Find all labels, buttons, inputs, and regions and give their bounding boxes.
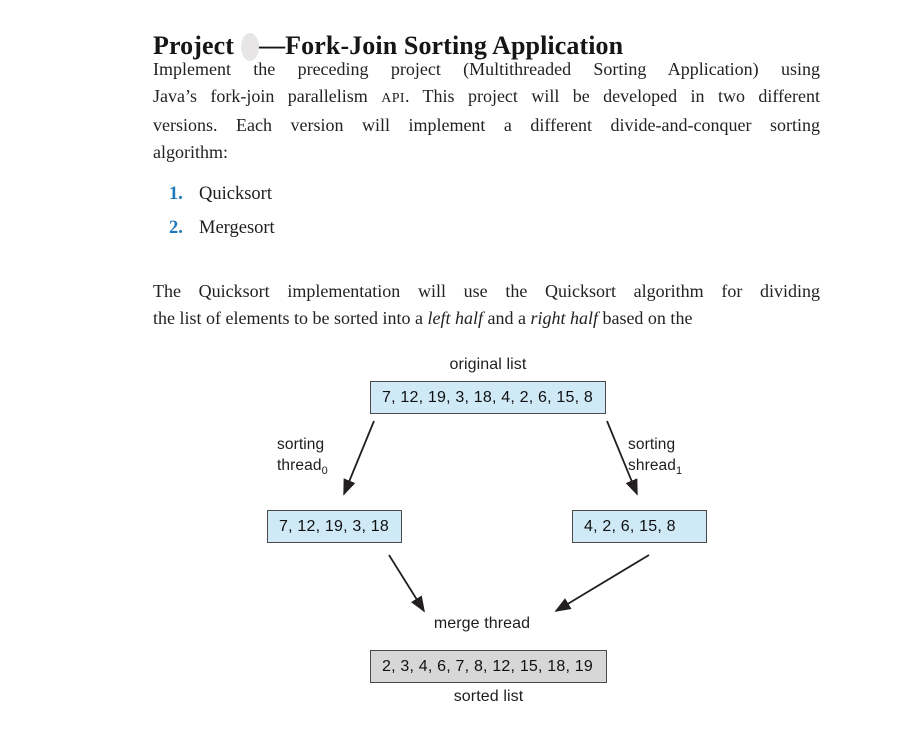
- list-item-quicksort: 1. Quicksort: [169, 184, 275, 205]
- list-number: 1.: [169, 184, 183, 204]
- intro-line-4: algorithm:: [153, 141, 228, 162]
- left-half-box: 7, 12, 19, 3, 18: [267, 510, 402, 543]
- original-list-box: 7, 12, 19, 3, 18, 4, 2, 6, 15, 8: [370, 381, 606, 414]
- list-label: Quicksort: [199, 184, 272, 204]
- page-title-post: —Fork-Join Sorting Application: [259, 31, 624, 61]
- redacted-project-number: [241, 33, 260, 62]
- intro-paragraph: Implement the preceding project (Multith…: [153, 56, 820, 165]
- page-title: Project —Fork-Join Sorting Application: [153, 31, 853, 62]
- list-label: Mergesort: [199, 218, 275, 238]
- italic-left-half: left half: [427, 307, 483, 328]
- sorting-thread0-label: sorting thread0: [277, 436, 328, 478]
- sorting-shread1-label: sorting shread1: [628, 436, 683, 478]
- arrow-left-to-merge: [388, 554, 425, 613]
- intro-line-3: versions. Each version will implement a …: [153, 115, 820, 135]
- italic-right-half: right half: [530, 307, 598, 328]
- sorted-list-box: 2, 3, 4, 6, 7, 8, 12, 15, 18, 19: [370, 650, 607, 683]
- right-half-box: 4, 2, 6, 15, 8: [572, 510, 707, 543]
- sorted-list-label: sorted list: [453, 688, 524, 705]
- list-item-mergesort: 2. Mergesort: [169, 218, 275, 239]
- quicksort-line-2: the list of elements to be sorted into a…: [153, 307, 693, 328]
- merge-thread-label: merge thread: [433, 615, 531, 632]
- intro-line-2: Java’s fork-join parallelism API. This p…: [153, 85, 820, 106]
- thread0-subscript: 0: [321, 465, 328, 478]
- algorithm-list: 1. Quicksort 2. Mergesort: [169, 184, 275, 252]
- original-list-label: original list: [449, 356, 527, 373]
- intro-line-1: Implement the preceding project (Multith…: [153, 59, 820, 79]
- arrow-to-left-box: [343, 420, 375, 496]
- arrow-right-to-merge: [554, 554, 650, 612]
- quicksort-line-1: The Quicksort implementation will use th…: [153, 281, 820, 301]
- api-smallcaps: API: [381, 90, 405, 106]
- shread1-subscript: 1: [676, 465, 683, 478]
- page-title-pre: Project: [153, 31, 235, 61]
- quicksort-paragraph: The Quicksort implementation will use th…: [153, 278, 820, 331]
- list-number: 2.: [169, 218, 183, 238]
